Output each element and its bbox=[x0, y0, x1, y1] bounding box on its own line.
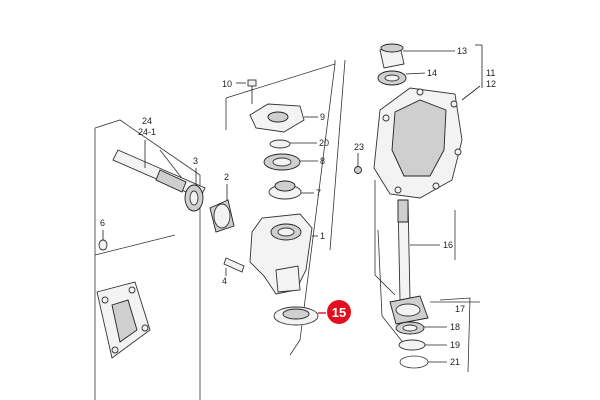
plug-23 bbox=[354, 153, 362, 174]
right-frame bbox=[329, 59, 471, 373]
bush-13 bbox=[379, 43, 455, 69]
label-11: 11 bbox=[486, 68, 495, 78]
label-24: 24 bbox=[142, 116, 152, 126]
label-21: 21 bbox=[450, 357, 460, 367]
label-24-1: 24-1 bbox=[138, 127, 156, 137]
label-10: 10 bbox=[222, 79, 232, 89]
gear-17 bbox=[389, 295, 480, 325]
bearing-8 bbox=[263, 153, 318, 171]
shaft-24 bbox=[112, 140, 206, 199]
circlip-21 bbox=[399, 355, 447, 369]
center-frame bbox=[225, 60, 336, 356]
label-2: 2 bbox=[224, 172, 229, 182]
washer-6 bbox=[98, 230, 108, 251]
label-7: 7 bbox=[316, 188, 321, 198]
bevel-gear-2 bbox=[209, 184, 235, 233]
shaft-16 bbox=[397, 199, 440, 301]
gear-housing-1 bbox=[249, 213, 318, 295]
label-6: 6 bbox=[100, 218, 105, 228]
highlight-badge-15: 15 bbox=[327, 300, 351, 324]
label-9: 9 bbox=[320, 112, 325, 122]
bolt-10 bbox=[236, 79, 257, 104]
label-19: 19 bbox=[450, 340, 460, 350]
label-12: 12 bbox=[486, 79, 496, 89]
bearing-3 bbox=[184, 168, 204, 212]
bearing-7 bbox=[268, 180, 314, 200]
gearcase-11-12 bbox=[373, 44, 483, 199]
label-3: 3 bbox=[193, 156, 198, 166]
left-housing-frame bbox=[94, 119, 201, 400]
ring-15 bbox=[273, 306, 326, 326]
label-13: 13 bbox=[457, 46, 467, 56]
label-18: 18 bbox=[450, 322, 460, 332]
label-1: 1 bbox=[320, 231, 325, 241]
bearing-14 bbox=[377, 70, 426, 86]
label-20: 20 bbox=[319, 138, 329, 148]
label-4: 4 bbox=[222, 276, 227, 286]
washer-19 bbox=[398, 339, 447, 351]
washer-20 bbox=[269, 139, 317, 149]
label-16: 16 bbox=[443, 240, 453, 250]
label-23: 23 bbox=[354, 142, 364, 152]
cover-9 bbox=[249, 103, 318, 133]
label-8: 8 bbox=[320, 156, 325, 166]
highlight-badge-text: 15 bbox=[332, 305, 346, 320]
stud-4 bbox=[223, 257, 245, 276]
bearing-18 bbox=[395, 321, 447, 335]
label-17: 17 bbox=[455, 304, 465, 314]
label-14: 14 bbox=[427, 68, 437, 78]
